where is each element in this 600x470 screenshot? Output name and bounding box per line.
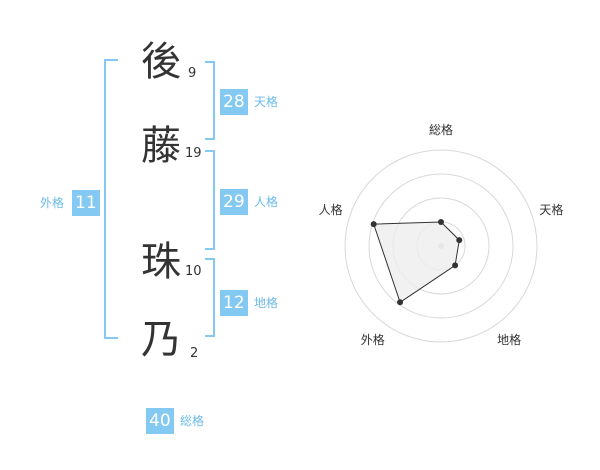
jinkaku-label: 人格 bbox=[254, 195, 279, 209]
tenkaku-bracket bbox=[205, 61, 215, 140]
radar-point-1 bbox=[438, 219, 444, 225]
jinkaku-badge: 29 bbox=[220, 189, 248, 215]
radar-point-5 bbox=[370, 221, 377, 228]
stroke-count-2: 19 bbox=[185, 146, 202, 161]
name-char-3: 珠 bbox=[141, 239, 181, 285]
soukaku-badge: 40 bbox=[146, 408, 174, 434]
radar-axis-label-3: 地格 bbox=[497, 332, 521, 347]
soukaku-label: 総格 bbox=[180, 414, 205, 428]
jinkaku-bracket bbox=[205, 150, 215, 250]
stroke-count-1: 9 bbox=[188, 66, 197, 81]
name-char-4: 乃 bbox=[141, 317, 181, 363]
gaikaku-label: 外格 bbox=[40, 196, 65, 210]
name-char-1: 後 bbox=[141, 39, 181, 85]
gaikaku-badge: 11 bbox=[72, 190, 100, 216]
radar-points bbox=[370, 219, 463, 306]
chikaku-bracket bbox=[205, 258, 215, 337]
name-char-2: 藤 bbox=[141, 123, 181, 169]
radar-grid bbox=[344, 149, 538, 343]
tenkaku-badge: 28 bbox=[220, 89, 248, 115]
radar-ring-4 bbox=[344, 149, 538, 343]
radar-ring-3 bbox=[368, 173, 514, 319]
radar-area bbox=[373, 221, 460, 304]
radar-point-4 bbox=[397, 299, 404, 306]
radar-axis-label-2: 天格 bbox=[539, 202, 563, 217]
radar-point-3 bbox=[452, 262, 459, 269]
chikaku-label: 地格 bbox=[254, 296, 279, 310]
radar-axis-label-1: 総格 bbox=[429, 122, 453, 137]
tenkaku-label: 天格 bbox=[254, 95, 279, 109]
radar-axis-label-4: 外格 bbox=[361, 332, 385, 347]
stroke-count-4: 2 bbox=[190, 346, 199, 361]
chikaku-badge: 12 bbox=[220, 290, 248, 316]
gaikaku-bracket bbox=[104, 59, 118, 339]
radar-point-2 bbox=[456, 237, 463, 244]
radar-axis-label-5: 人格 bbox=[319, 202, 343, 217]
stroke-count-3: 10 bbox=[185, 264, 202, 279]
